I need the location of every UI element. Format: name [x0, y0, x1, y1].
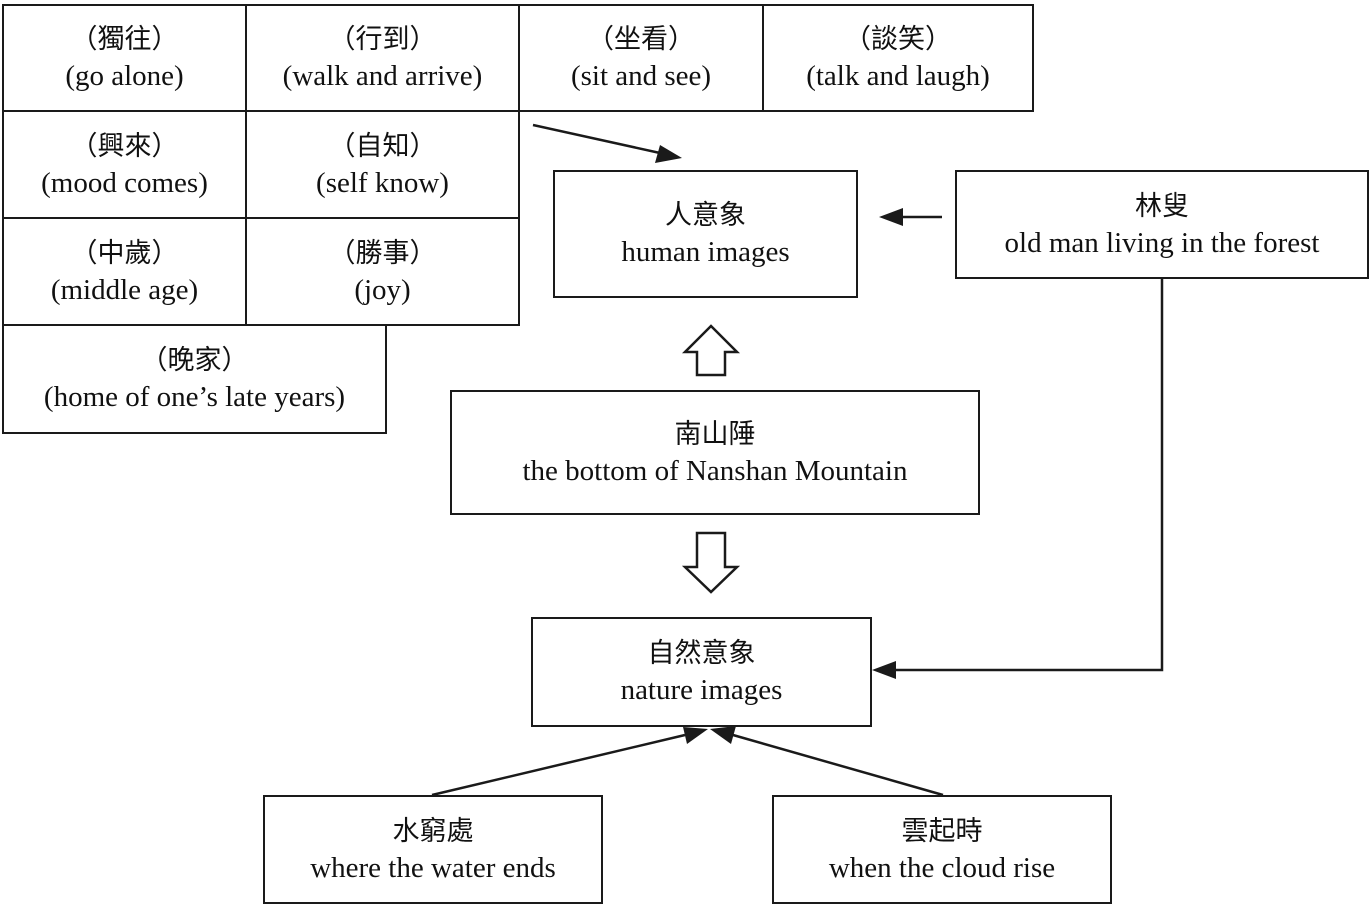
grid-cell-en: (self know) [316, 166, 449, 199]
grid-cell-go-alone: （獨往） (go alone) [2, 4, 247, 112]
grid-cell-en: (joy) [354, 273, 411, 306]
old-man-zh: 林叟 [1135, 190, 1189, 222]
grid-cell-walk-and-arrive: （行到） (walk and arrive) [245, 4, 520, 112]
nature-images-en: nature images [620, 674, 783, 706]
hollow-down-arrow [681, 531, 741, 594]
water-en: where the water ends [310, 851, 556, 884]
grid-cell-zh: （行到） [328, 24, 437, 55]
nature-images-box: 自然意象 nature images [531, 617, 872, 727]
nanshan-en: the bottom of Nanshan Mountain [522, 454, 908, 487]
cloud-zh: 雲起時 [901, 815, 983, 847]
grid-cell-zh: （興來） [70, 130, 179, 162]
grid-to-human-arrow [532, 123, 661, 155]
grid-cell-en: (sit and see) [570, 60, 712, 92]
grid-cell-joy: （勝事） (joy) [245, 217, 520, 326]
grid-cell-mood-comes: （興來） (mood comes) [2, 110, 247, 219]
grid-cell-zh: （中歲） [70, 237, 179, 269]
grid-cell-talk-and-laugh: （談笑） (talk and laugh) [762, 4, 1034, 112]
grid-cell-en: (go alone) [65, 60, 184, 92]
water-zh: 水窮處 [392, 815, 474, 847]
old-man-en: old man living in the forest [1004, 226, 1320, 259]
human-images-box: 人意象 human images [553, 170, 858, 298]
water-box: 水窮處 where the water ends [263, 795, 603, 904]
grid-cell-middle-age: （中歲） (middle age) [2, 217, 247, 326]
grid-cell-en: (mood comes) [41, 166, 208, 199]
cloud-to-nature-arrowhead [710, 726, 736, 744]
grid-cell-en: (home of one’s late years) [43, 381, 346, 413]
oldman-to-human-arrowhead [879, 208, 903, 226]
nanshan-zh: 南山陲 [674, 418, 756, 450]
human-images-en: human images [621, 236, 790, 268]
hollow-up-arrow [681, 324, 741, 377]
grid-cell-zh: （獨往） [70, 24, 179, 55]
cloud-box: 雲起時 when the cloud rise [772, 795, 1112, 904]
grid-cell-zh: （晚家） [140, 345, 249, 376]
water-to-nature-arrow [431, 733, 686, 797]
grid-cell-en: (walk and arrive) [282, 60, 483, 92]
grid-cell-zh: （勝事） [328, 237, 437, 269]
oldman-to-nature-arrowhead [872, 661, 896, 679]
nature-images-zh: 自然意象 [647, 638, 756, 669]
grid-cell-zh: （坐看） [587, 24, 695, 55]
old-man-box: 林叟 old man living in the forest [955, 170, 1369, 279]
grid-cell-zh: （談笑） [844, 24, 952, 55]
human-images-zh: 人意象 [665, 200, 746, 231]
grid-cell-self-know: （自知） (self know) [245, 110, 520, 219]
cloud-to-nature-arrow [732, 733, 944, 797]
grid-to-human-arrowhead [655, 145, 682, 163]
nanshan-box: 南山陲 the bottom of Nanshan Mountain [450, 390, 980, 515]
cloud-en: when the cloud rise [828, 851, 1056, 884]
grid-cell-zh: （自知） [328, 130, 437, 162]
grid-cell-sit-and-see: （坐看） (sit and see) [518, 4, 764, 112]
grid-cell-en: (middle age) [50, 273, 199, 306]
water-to-nature-arrowhead [683, 727, 708, 744]
grid-cell-home-of-late-years: （晚家） (home of one’s late years) [2, 324, 387, 434]
grid-cell-en: (talk and laugh) [806, 60, 990, 92]
